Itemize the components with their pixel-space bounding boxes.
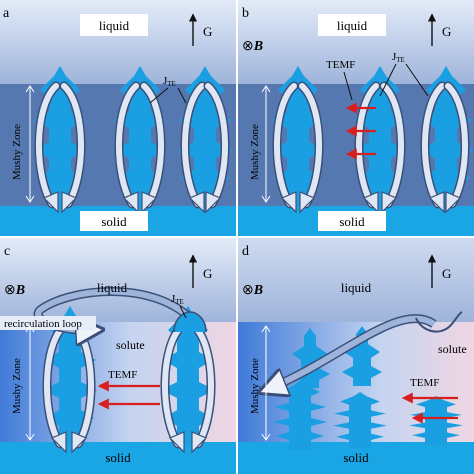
recirculation-loop-label: recirculation loop [4, 318, 82, 330]
liquid-label: liquid [337, 18, 368, 33]
solute-plume [173, 311, 207, 333]
panel-d: d ⊗B⃗ liquid G solute TEMF solid Mushy Z… [238, 238, 474, 474]
temf-label: TEMF [410, 377, 439, 389]
panel-letter: b [242, 6, 249, 21]
leader-line [405, 63, 429, 97]
solute-label: solute [438, 342, 467, 356]
liquid-label: liquid [97, 280, 128, 295]
gravity-label: G [442, 24, 451, 39]
liquid-region [0, 0, 236, 84]
solid-label: solid [343, 450, 369, 465]
liquid-label: liquid [99, 18, 130, 33]
panel-c: c ⊗B⃗ liquid G JTE recirculation loop so… [0, 238, 236, 474]
current-label: JTE [392, 51, 405, 64]
current-label: JTE [163, 75, 176, 88]
temf-arrows [401, 392, 458, 424]
magnetic-field-symbol: ⊗B⃗ [242, 283, 274, 298]
recirculation-loop-label-box [0, 316, 96, 330]
magnetic-field-symbol: ⊗B⃗ [4, 283, 36, 298]
liquid-label: liquid [341, 280, 372, 295]
solute-plume [415, 311, 463, 333]
temf-label: TEMF [108, 369, 137, 381]
gravity-label: G [442, 266, 451, 281]
temf-arrows [345, 102, 376, 160]
liquid-region [238, 238, 474, 322]
panel-a: liquid solid a G JTE Mushy Zone [0, 0, 236, 236]
horizontal-divider [0, 236, 474, 238]
leader-line [343, 71, 353, 101]
leader-line [177, 87, 187, 104]
leader-line [149, 87, 169, 104]
liquid-label-box [80, 14, 148, 36]
leader-line [379, 63, 397, 97]
gravity-label: G [203, 266, 212, 281]
temf-label: TEMF [326, 59, 355, 71]
panel-letter: c [4, 244, 10, 259]
liquid-label-box [318, 14, 386, 36]
panel-letter: d [242, 244, 249, 259]
solute-label: solute [116, 338, 145, 352]
solid-label-box [318, 211, 386, 231]
gravity-label: G [203, 24, 212, 39]
solid-label: solid [101, 214, 127, 229]
leader-line [179, 305, 187, 319]
current-label: JTE [171, 293, 184, 306]
panel-letter: a [3, 6, 10, 21]
mushy-zone-label: Mushy Zone [11, 358, 23, 414]
solid-label: solid [339, 214, 365, 229]
temf-arrows [97, 380, 160, 410]
solid-label: solid [105, 450, 131, 465]
solid-label-box [80, 211, 148, 231]
mushy-zone-label: Mushy Zone [249, 124, 261, 180]
magnetic-field-symbol: ⊗B⃗ [242, 39, 274, 54]
mushy-zone-label: Mushy Zone [11, 124, 23, 180]
mushy-zone-label: Mushy Zone [249, 358, 261, 414]
panel-b: liquid solid b ⊗B⃗ G TEMF JTE Mushy Zone [238, 0, 474, 236]
